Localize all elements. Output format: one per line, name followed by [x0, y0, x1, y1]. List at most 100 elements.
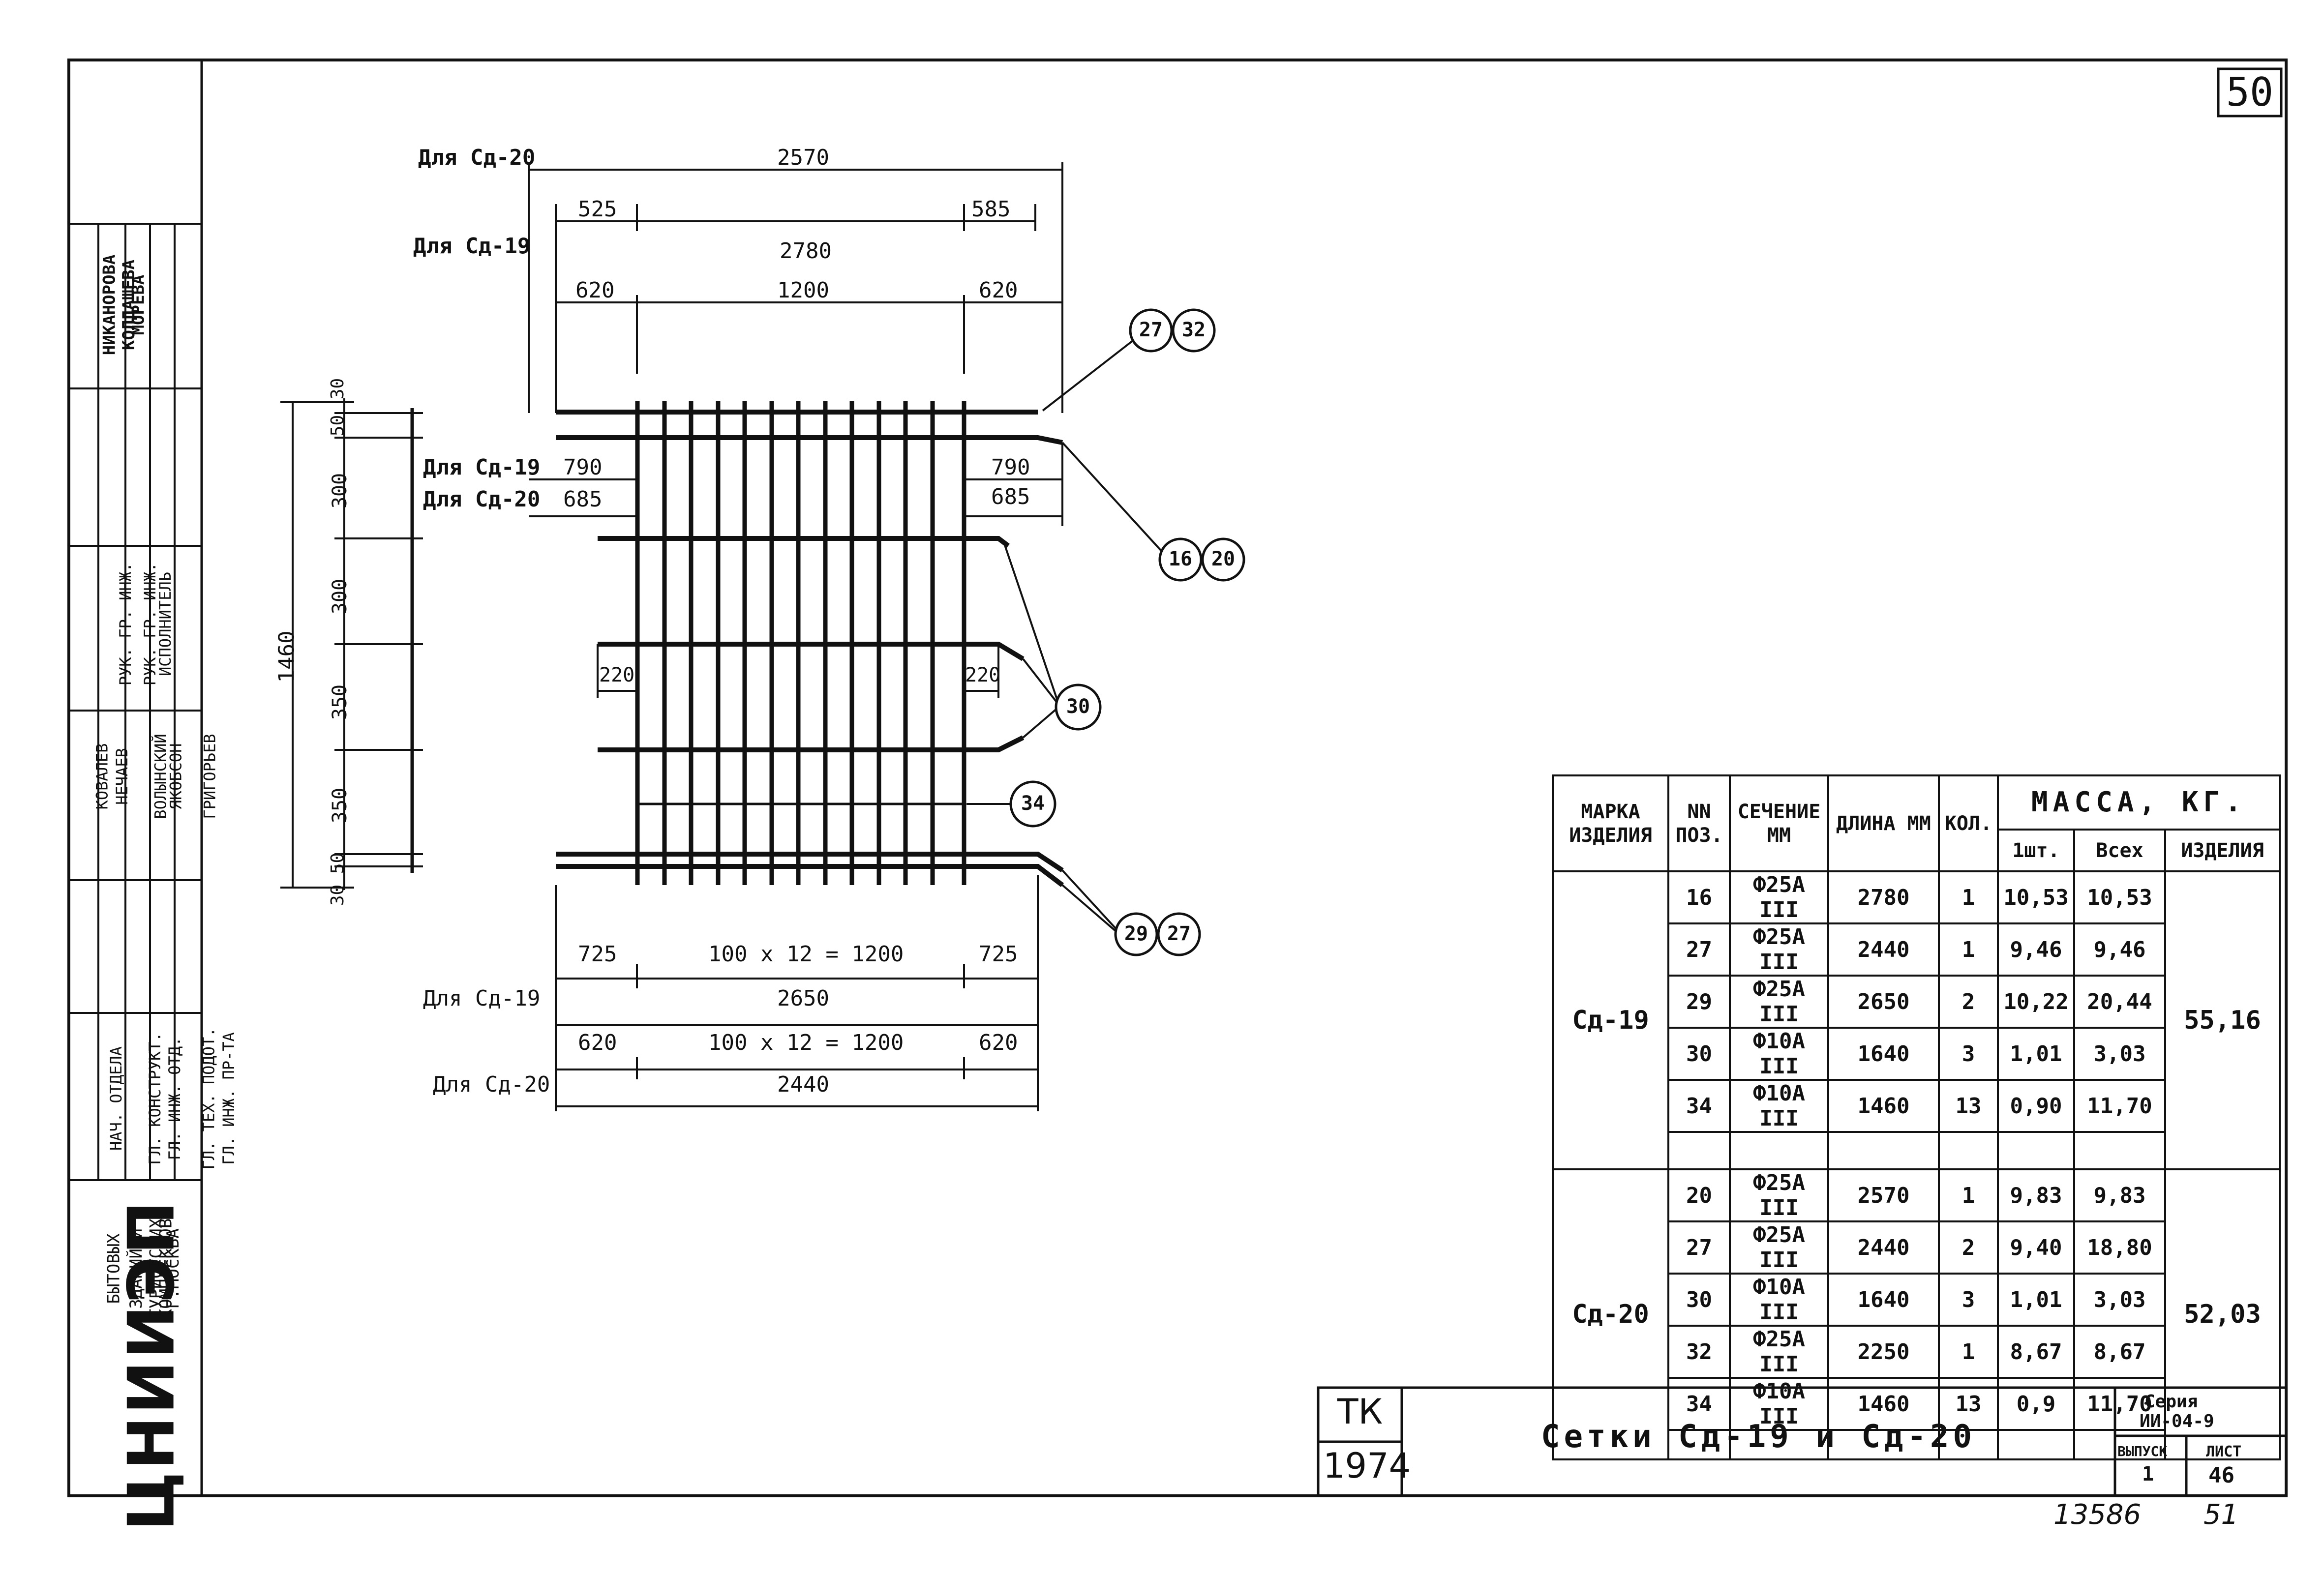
cell	[1667, 1429, 1731, 1460]
cell: 11,70	[2073, 1079, 2166, 1133]
issue-value: 1	[2142, 1463, 2154, 1485]
cell: 10,53	[2073, 870, 2166, 924]
dim-300-b: 300	[329, 578, 352, 615]
sheet-title: Сетки Сд-19 и Сд-20	[1540, 1419, 1976, 1455]
bottom-dimension-lines	[555, 875, 1039, 1111]
dim-725-right: 725	[979, 942, 1018, 967]
cell	[1997, 1429, 2075, 1460]
cell: 18,80	[2073, 1220, 2166, 1275]
dim-2780: 2780	[780, 238, 832, 264]
mesh-vertical-bars	[635, 401, 966, 885]
tk-label: ТК	[1337, 1392, 1383, 1432]
role-4: ГЛ. ИНЖ. ПР-ТА	[219, 1032, 238, 1165]
cell: 2	[1938, 975, 1999, 1029]
cell	[2073, 1429, 2166, 1460]
cell: 29	[1667, 975, 1731, 1029]
cell: Ф25А III	[1729, 922, 1829, 977]
spacing-2: 100 х 12 = 1200	[708, 1030, 904, 1055]
dim-620-bottom-left: 620	[578, 1030, 617, 1055]
callout-3: 30	[1066, 695, 1090, 718]
spacing-1: 100 х 12 = 1200	[708, 942, 904, 967]
series-value: ИИ-04-9	[2140, 1411, 2214, 1431]
cell: 10,53	[1997, 870, 2075, 924]
cell: 2780	[1827, 870, 1940, 924]
cell: 13	[1938, 1377, 1999, 1431]
label-top-for20: Для Сд-20	[418, 145, 536, 170]
cell: 9,40	[1997, 1220, 2075, 1275]
cell: 9,46	[1997, 922, 2075, 977]
role2-0: РУК. ГР. ИНЖ.	[116, 562, 135, 686]
th-section: СЕЧЕНИЕ ММ	[1729, 774, 1829, 872]
cell: 0,90	[1997, 1079, 2075, 1133]
cell: 8,67	[1997, 1325, 2075, 1379]
cell: 1	[1938, 1325, 1999, 1379]
th-pos: NN ПОЗ.	[1667, 774, 1731, 872]
th-one: 1шт.	[1997, 829, 2075, 872]
dim-790-right: 790	[991, 455, 1030, 480]
dim-2570: 2570	[777, 145, 829, 170]
cell	[1729, 1131, 1829, 1170]
cell: 13	[1938, 1079, 1999, 1133]
dim-1460-vertical: 1460	[274, 630, 300, 683]
mark-cd19: Сд-19	[1552, 870, 1669, 1170]
cell	[1667, 1131, 1731, 1170]
issue-label: ВЫПУСК	[2117, 1443, 2168, 1459]
callout-5b: 27	[1167, 922, 1191, 945]
dim-350-a: 350	[329, 684, 352, 720]
cell	[1997, 1131, 2075, 1170]
sheet-number: 50	[2226, 69, 2274, 115]
cell: 1,01	[1997, 1273, 2075, 1327]
cell	[1938, 1131, 1999, 1170]
outer-frame	[67, 59, 2288, 1497]
name2-0: НИКАНОРОВА	[99, 254, 120, 356]
callout-2a: 16	[1168, 548, 1193, 570]
label-bottom-for19: Для Сд-19	[423, 986, 541, 1011]
cell: 2570	[1827, 1168, 1940, 1222]
role-0: НАЧ. ОТДЕЛА	[106, 1046, 125, 1151]
th-mass: МАССА, КГ.	[1996, 774, 2281, 831]
cell: 10,22	[1997, 975, 2075, 1029]
cell: 1640	[1827, 1027, 1940, 1081]
dim-50-top: 50	[328, 415, 348, 437]
name-4: ГРИГОРЬЕВ	[200, 734, 219, 819]
role2-2: ИСПОЛНИТЕЛЬ	[155, 572, 175, 676]
sheet-label: ЛИСТ	[2206, 1443, 2242, 1460]
cell: Ф25А III	[1729, 870, 1829, 924]
name-3: ЯКОБСОН	[166, 743, 185, 810]
cell: 8,67	[2073, 1325, 2166, 1379]
cell: 32	[1667, 1325, 1731, 1379]
cell: Ф10А III	[1729, 1079, 1829, 1133]
th-mark: МАРКА ИЗДЕЛИЯ	[1552, 774, 1669, 872]
mark-cd20: Сд-20	[1552, 1168, 1669, 1460]
cell: 30	[1667, 1027, 1731, 1081]
label-side-for20: Для Сд-20	[423, 487, 541, 512]
role-3: ГЛ. ТЕХ. ПОДОТ.	[199, 1027, 218, 1170]
cell: 27	[1667, 1220, 1731, 1275]
dim-725-left: 725	[578, 942, 617, 967]
callout-circle-1a	[1129, 308, 1173, 353]
cell: 1460	[1827, 1079, 1940, 1133]
callout-leaders	[966, 329, 1167, 933]
callout-circle-2a	[1158, 537, 1203, 582]
top-dimension-lines	[528, 162, 1063, 413]
bar-30a	[598, 536, 1010, 548]
dim-620-bottom-right: 620	[979, 1030, 1018, 1055]
cell: 2250	[1827, 1325, 1940, 1379]
role-2: ГЛ. ИНЖ. ОТД.	[165, 1037, 184, 1160]
cell: Ф25А III	[1729, 1168, 1829, 1222]
callout-5a: 29	[1124, 922, 1148, 945]
cell: Ф10А III	[1729, 1027, 1829, 1081]
bar-30b	[598, 642, 1025, 661]
bar-30c	[598, 735, 1025, 752]
callout-circle-1b	[1172, 308, 1216, 353]
bar-27	[556, 864, 1064, 887]
cell: 3	[1938, 1273, 1999, 1327]
cell	[1938, 1429, 1999, 1460]
cell: Ф25А III	[1729, 1220, 1829, 1275]
cell	[1827, 1429, 1940, 1460]
callout-circle-3	[1055, 683, 1102, 731]
dim-525-left: 525	[578, 197, 617, 222]
cell: 34	[1667, 1079, 1731, 1133]
cell: 1	[1938, 870, 1999, 924]
callout-circle-5b	[1157, 912, 1201, 956]
